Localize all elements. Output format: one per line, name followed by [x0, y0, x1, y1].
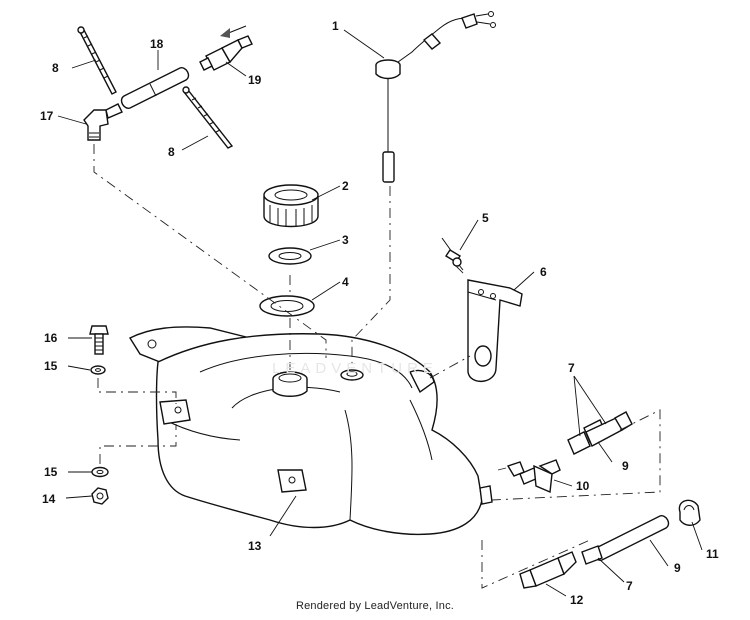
callout-11: 11	[706, 547, 719, 561]
callout-12: 12	[570, 593, 584, 607]
callout-5: 5	[482, 211, 489, 225]
callout-19: 19	[248, 73, 262, 87]
callout-leaders	[57, 29, 703, 597]
cap-gasket	[268, 247, 312, 265]
callout-16: 16	[44, 331, 58, 345]
upper-fuel-line-assembly	[77, 25, 253, 149]
lower-fuel-line-assembly	[506, 411, 701, 589]
callout-15-upper: 15	[44, 359, 58, 373]
callout-7-upper: 7	[568, 361, 575, 375]
mounting-bracket	[467, 279, 523, 382]
fuel-tank	[128, 326, 493, 536]
callout-13: 13	[248, 539, 262, 553]
callout-14: 14	[42, 492, 56, 506]
watermark: LEADVENTURE	[272, 360, 438, 377]
callout-18: 18	[150, 37, 164, 51]
callout-numbers: 1 2 3 4 5 6 7 7 8 8 9 9 10 11 12 13 14 1…	[40, 19, 719, 607]
callout-15-lower: 15	[44, 465, 58, 479]
callout-3: 3	[342, 233, 349, 247]
callout-17: 17	[40, 109, 54, 123]
assembly-reference-lines	[93, 144, 661, 589]
callout-9-upper: 9	[622, 459, 629, 473]
callout-8-lower: 8	[168, 145, 175, 159]
callout-8-upper: 8	[52, 61, 59, 75]
callout-9-lower: 9	[674, 561, 681, 575]
vent-fitting	[441, 237, 464, 271]
callout-7-lower: 7	[626, 579, 633, 593]
callout-4: 4	[342, 275, 349, 289]
neck-gasket	[259, 295, 315, 317]
mounting-hardware	[89, 325, 109, 505]
callout-1: 1	[332, 19, 339, 33]
fuel-cap	[263, 184, 319, 228]
fuel-sender	[375, 11, 496, 183]
callout-10: 10	[576, 479, 590, 493]
footer-credit: Rendered by LeadVenture, Inc.	[295, 600, 455, 612]
callout-6: 6	[540, 265, 547, 279]
callout-2: 2	[342, 179, 349, 193]
